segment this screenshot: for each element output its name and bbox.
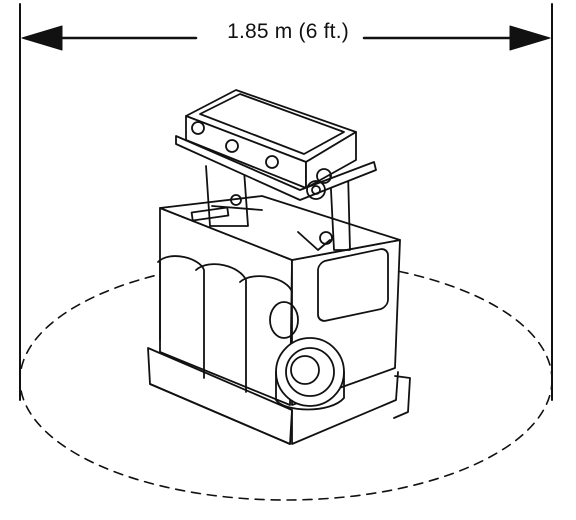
box-bolt	[191, 121, 205, 135]
right-arrowhead	[509, 25, 551, 51]
upper-vent	[269, 301, 299, 339]
clearance-circle	[19, 259, 553, 501]
dimension-label: 1.85 m (6 ft.)	[224, 20, 352, 43]
left-arrowhead	[21, 25, 63, 51]
control-box-side	[305, 131, 357, 189]
main-body-top	[159, 195, 401, 261]
dimension-line	[21, 25, 551, 51]
side-access-panel	[317, 248, 389, 322]
dimension-label-container: 1.85 m (6 ft.)	[0, 20, 576, 44]
equipment-unit	[147, 89, 411, 445]
